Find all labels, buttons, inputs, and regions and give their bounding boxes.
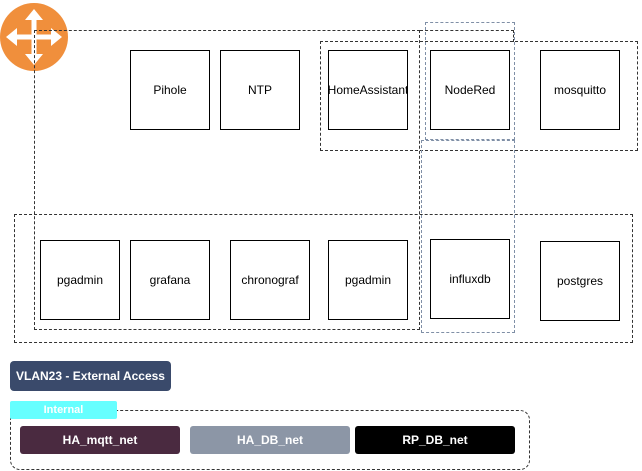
db-group (14, 214, 633, 343)
vlan-group-boundary (34, 30, 420, 330)
homeassistant-node[interactable]: HomeAssistant (328, 50, 408, 130)
mosquitto-node[interactable]: mosquitto (540, 50, 620, 130)
vlan-external-access-legend: VLAN23 - External Access (10, 361, 171, 391)
ha-mqtt-group (320, 41, 638, 151)
vlan-group-top-right (420, 30, 514, 42)
ha-mqtt-net-legend: HA_mqtt_net (20, 426, 180, 454)
nodered-column-group-top (425, 22, 515, 140)
postgres-node[interactable]: postgres (540, 241, 620, 321)
internal-label: Internal (10, 401, 117, 419)
pgadmin-node-2[interactable]: pgadmin (328, 240, 408, 320)
nodered-node[interactable]: NodeRed (430, 50, 510, 130)
ntp-node[interactable]: NTP (220, 50, 300, 130)
internal-networks-group (10, 410, 530, 470)
chronograf-node[interactable]: chronograf (230, 240, 310, 320)
ha-db-net-legend: HA_DB_net (190, 426, 350, 454)
nodered-column-group-bottom (421, 140, 515, 333)
pihole-node[interactable]: Pihole (130, 50, 210, 130)
rp-db-net-legend: RP_DB_net (355, 426, 515, 454)
influxdb-node[interactable]: influxdb (430, 239, 510, 319)
grafana-node[interactable]: grafana (130, 240, 210, 320)
pgadmin-node-1[interactable]: pgadmin (40, 240, 120, 320)
